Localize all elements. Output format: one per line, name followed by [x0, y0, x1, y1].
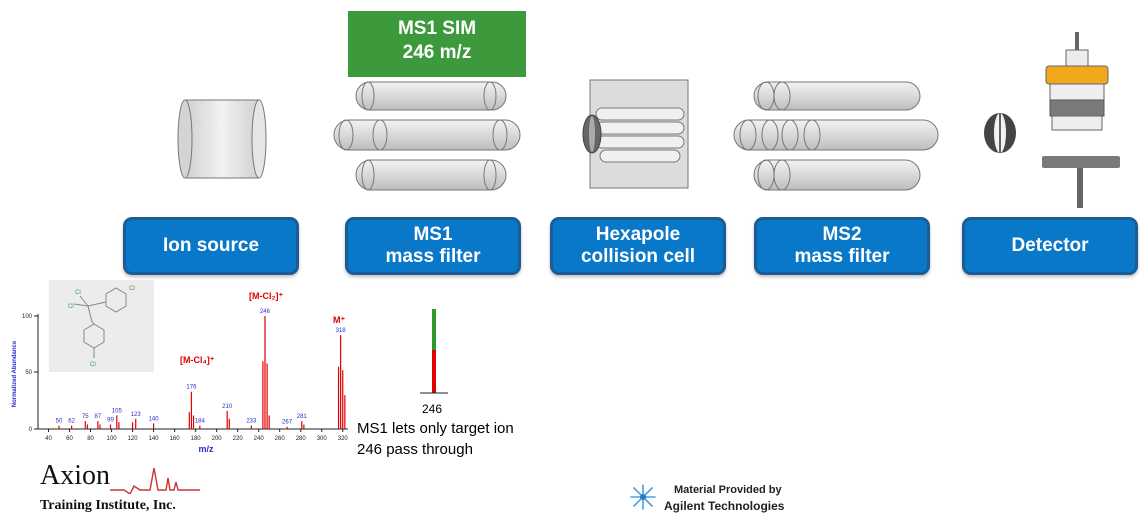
peak-label: 123 — [131, 412, 142, 418]
peak-label: 210 — [222, 404, 233, 410]
hexapole-drawing — [582, 79, 689, 189]
caption: MS1 lets only target ion 246 pass throug… — [357, 418, 514, 460]
sim-peak-label: 246 — [422, 402, 443, 416]
molecule-structure-image: Cl Cl Cl Cl — [49, 280, 154, 372]
peak-label: 281 — [297, 414, 308, 420]
axion-logo-brand: Axion — [40, 460, 110, 491]
peak-label: 75 — [82, 414, 89, 420]
x-tick-label: 280 — [296, 436, 307, 442]
peak-label: 62 — [68, 419, 75, 425]
peak-label: 176 — [186, 385, 197, 391]
x-tick-label: 120 — [128, 436, 139, 442]
mass-spectrum: Cl Cl Cl Cl 100 50 0 Normalized Abundanc… — [12, 280, 348, 454]
sim-peak-pass-segment — [432, 350, 436, 393]
x-tick-label: 140 — [149, 436, 160, 442]
ion-source-label: Ion source — [123, 217, 299, 275]
x-tick-label: 100 — [107, 436, 118, 442]
ms2-label-line1: MS2 — [822, 224, 862, 245]
detector-label-text: Detector — [1011, 235, 1089, 256]
peak-labels: 50 62 75 87 99 105 123 140 176 184 210 233 246 267 281… — [56, 309, 347, 426]
hexapole-label-line2: collision cell — [580, 246, 696, 267]
x-tick-label: 180 — [191, 436, 202, 442]
ion-source-drawing — [177, 99, 267, 179]
peak-label: 233 — [246, 419, 257, 425]
ion-source-label-text: Ion source — [162, 235, 260, 256]
axion-logo-sub: Training Institute, Inc. — [40, 498, 176, 513]
credit-line2: Agilent Technologies — [664, 499, 785, 513]
ms2-label-line2: mass filter — [794, 246, 890, 267]
peak-label: 267 — [282, 420, 293, 426]
y-tick-50: 50 — [25, 370, 32, 376]
sim-peak-graphic — [420, 309, 448, 394]
x-axis-ticks: 40 60 80 100 120 140 160 180 200 220 240 260 280 300 3… — [45, 429, 348, 442]
agilent-spark-icon — [630, 484, 656, 510]
svg-text:Cl: Cl — [68, 304, 74, 310]
x-tick-label: 200 — [212, 436, 223, 442]
ms1-label-line2: mass filter — [385, 246, 481, 267]
peak-label: 99 — [107, 417, 114, 423]
x-tick-label: 80 — [87, 436, 94, 442]
x-tick-label: 220 — [233, 436, 244, 442]
caption-line2: 246 pass through — [357, 441, 473, 458]
svg-text:Cl: Cl — [90, 362, 96, 368]
detector-label: Detector — [962, 217, 1138, 275]
x-axis-label: m/z — [198, 444, 214, 454]
caption-line1: MS1 lets only target ion — [357, 420, 514, 437]
svg-text:Cl: Cl — [129, 286, 135, 292]
ion-label-m-cl4: [M-Cl₄]⁺ — [180, 355, 215, 365]
spectrum-peaks — [58, 316, 346, 429]
peak-label: 318 — [336, 328, 347, 334]
ms2-quadrupole-rods — [733, 81, 939, 191]
svg-text:Cl: Cl — [75, 290, 81, 296]
y-tick-100: 100 — [22, 314, 33, 320]
x-tick-label: 240 — [254, 436, 265, 442]
y-axis-label: Normalized Abundance — [12, 340, 18, 407]
peak-label: 105 — [112, 408, 123, 414]
x-tick-label: 260 — [275, 436, 286, 442]
x-tick-label: 40 — [45, 436, 52, 442]
y-tick-0: 0 — [29, 427, 33, 433]
peak-label: 87 — [95, 414, 102, 420]
x-tick-label: 320 — [338, 436, 349, 442]
axion-logo: Axion Training Institute, Inc. — [40, 458, 200, 518]
ms1-quadrupole-rods — [333, 81, 521, 191]
sim-badge-line2: 246 m/z — [402, 42, 472, 63]
ion-label-m-cl2: [M-Cl₂]⁺ — [249, 291, 283, 301]
ion-label-m: M⁺ — [333, 315, 345, 325]
hexapole-label-line1: Hexapole — [595, 224, 681, 245]
peak-label: 184 — [195, 419, 206, 425]
peak-label: 246 — [260, 309, 271, 315]
credit: Material Provided by Agilent Technologie… — [664, 482, 784, 514]
detector-drawing — [984, 32, 1120, 208]
x-tick-label: 60 — [66, 436, 73, 442]
axion-logo-peaks — [110, 467, 200, 494]
x-tick-label: 300 — [317, 436, 328, 442]
sim-badge-line1: MS1 SIM — [397, 18, 477, 39]
sim-peak-scan-segment — [432, 309, 436, 350]
instrument-diagram — [177, 32, 1120, 208]
ms1-label-line1: MS1 — [413, 224, 453, 245]
credit-line1: Material Provided by — [674, 484, 782, 496]
peak-label: 50 — [56, 419, 63, 425]
x-tick-label: 160 — [170, 436, 181, 442]
peak-label: 140 — [149, 416, 160, 422]
sim-badge: MS1 SIM 246 m/z — [348, 11, 526, 77]
